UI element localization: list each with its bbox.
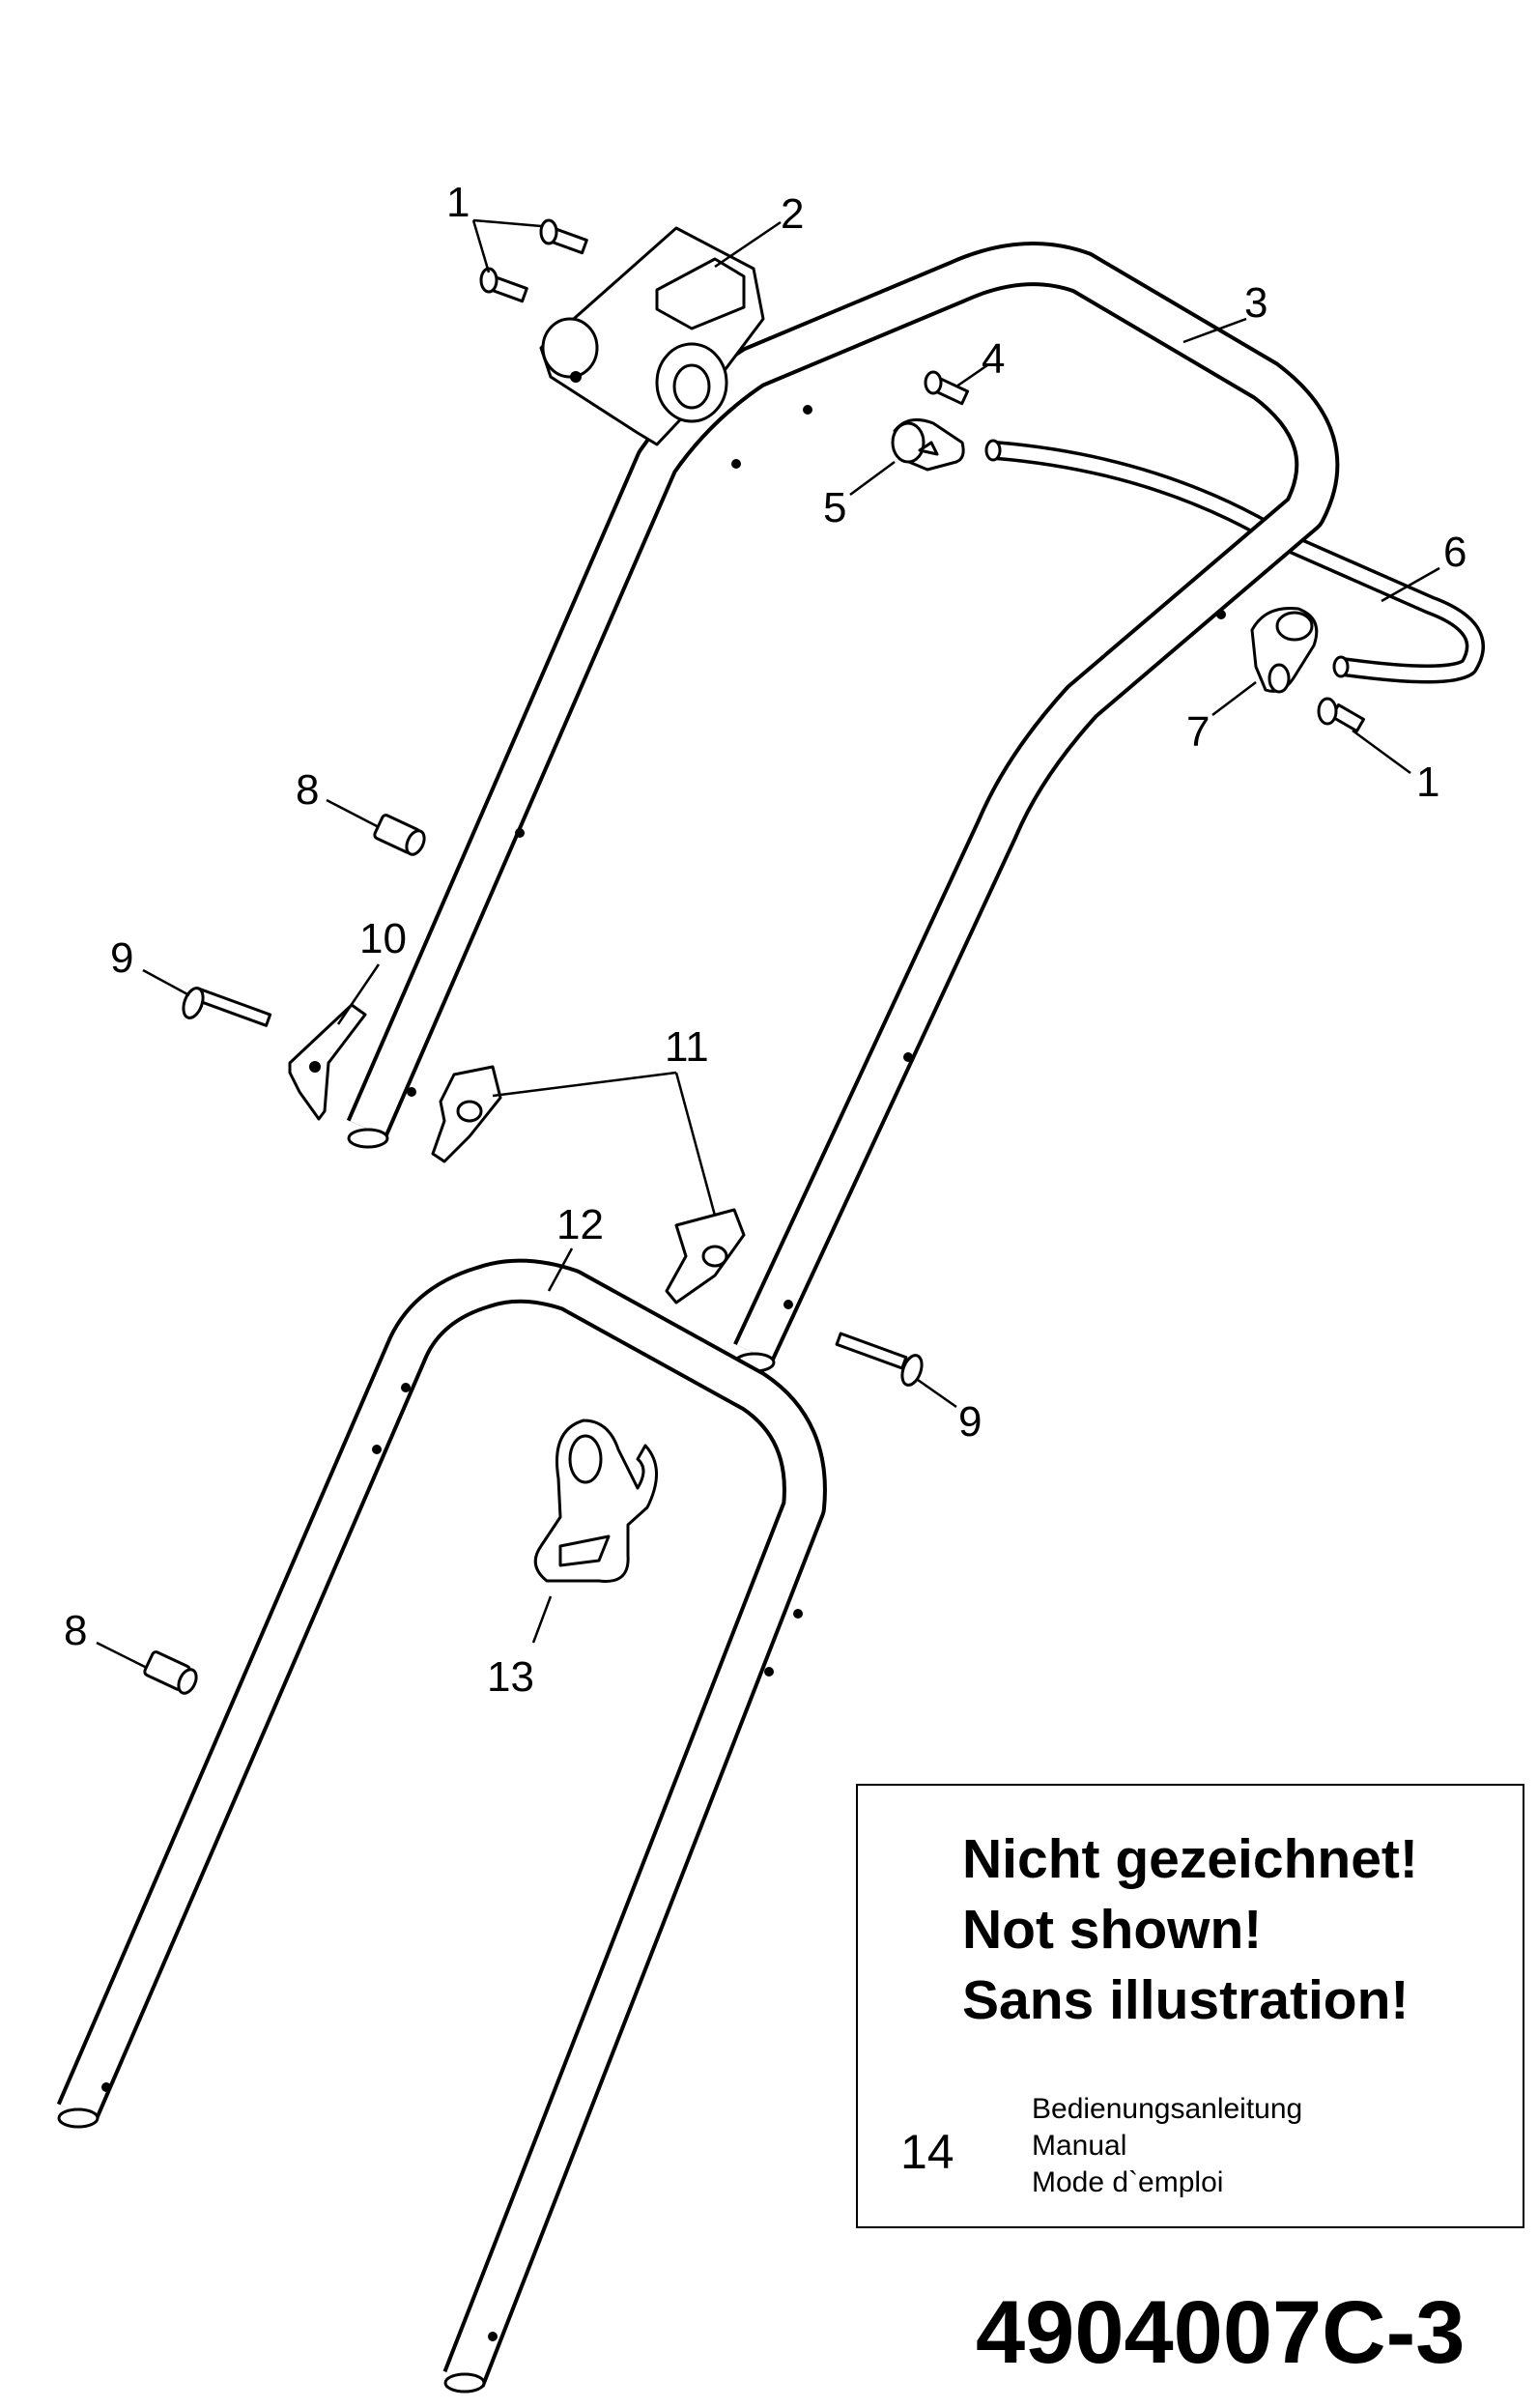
item-desc-fr: Mode d`emploi <box>1032 2166 1224 2198</box>
item-14-number: 14 <box>900 2125 954 2179</box>
leader-lines <box>96 218 1440 1670</box>
callout-9-right: 9 <box>958 1398 982 1446</box>
callout-4: 4 <box>982 335 1005 383</box>
callout-1: 1 <box>446 179 470 226</box>
item-desc-en: Manual <box>1032 2130 1127 2162</box>
wing-nut-part-11-lower <box>665 1208 746 1304</box>
callout-7: 7 <box>1186 708 1210 756</box>
callout-8-lower: 8 <box>64 1607 87 1654</box>
plug-part-8-lower <box>143 1650 198 1695</box>
cable-rod-part-6 <box>984 439 1485 684</box>
cable-clamp-part-7 <box>1250 606 1319 694</box>
wing-nut-part-11-upper <box>431 1065 502 1163</box>
callout-5: 5 <box>823 484 846 531</box>
callout-10: 10 <box>359 915 407 962</box>
bracket-part-10 <box>288 1003 367 1121</box>
cable-housing-part-2 <box>539 226 765 446</box>
item-desc-de: Bedienungsanleitung <box>1032 2093 1303 2125</box>
callout-6: 6 <box>1443 529 1467 576</box>
lower-handle-part-12 <box>56 1258 827 2394</box>
callout-9: 9 <box>110 934 133 982</box>
upper-handle-part-3 <box>346 242 1340 1373</box>
screw-part-1-upper <box>479 218 588 303</box>
callout-labels: 1 2 3 4 5 6 7 1 8 9 10 11 12 9 13 8 <box>64 179 1467 1701</box>
item-14-description: Bedienungsanleitung Manual Mode d`emploi <box>1032 2091 1302 2201</box>
not-shown-notice: Nicht gezeichnet! Not shown! Sans illust… <box>962 1824 1418 2036</box>
bolt-part-9-left <box>182 987 272 1027</box>
callout-8: 8 <box>296 766 319 814</box>
callout-13: 13 <box>487 1653 534 1701</box>
callout-12: 12 <box>556 1201 604 1248</box>
callout-11: 11 <box>665 1023 709 1071</box>
notice-line-de: Nicht gezeichnet! <box>962 1828 1418 1890</box>
plug-part-8-upper <box>373 814 426 856</box>
not-shown-note-box: Nicht gezeichnet! Not shown! Sans illust… <box>856 1784 1524 2228</box>
notice-line-en: Not shown! <box>962 1899 1263 1961</box>
callout-3: 3 <box>1244 279 1267 327</box>
notice-line-fr: Sans illustration! <box>962 1969 1410 2031</box>
cable-guide-part-13 <box>533 1419 658 1583</box>
cable-clip-part-5 <box>891 417 965 472</box>
callout-2: 2 <box>781 190 804 238</box>
screw-part-1-lower <box>1317 697 1365 733</box>
callout-1-lower: 1 <box>1416 759 1439 806</box>
screw-part-4 <box>924 370 970 406</box>
drawing-number: 4904007C-3 <box>976 2283 1466 2382</box>
bolt-part-9-right <box>835 1332 924 1387</box>
